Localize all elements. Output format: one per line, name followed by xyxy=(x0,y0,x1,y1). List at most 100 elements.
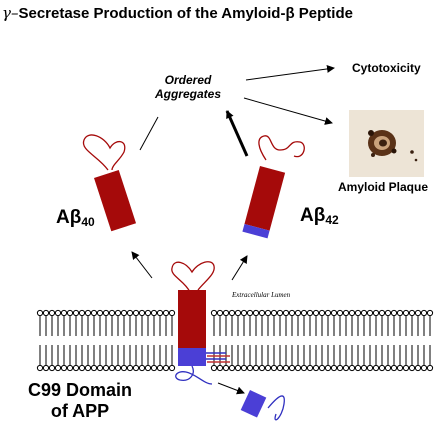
lipid-head-upper xyxy=(132,309,140,317)
arrow-aggregates-to-cytotoxicity xyxy=(245,64,335,81)
lipid-head-upper xyxy=(276,309,284,317)
lipid-head-lower xyxy=(60,364,68,372)
lipid-head-upper xyxy=(60,309,68,317)
lipid-head-lower xyxy=(168,364,176,372)
lipid-head-upper xyxy=(342,309,350,317)
c99-tm-segment xyxy=(178,348,206,366)
lipid-head-upper xyxy=(138,309,146,317)
lipid-head-upper xyxy=(414,309,422,317)
lipid-head-lower xyxy=(138,364,146,372)
lipid-head-upper xyxy=(114,309,122,317)
lipid-head-upper xyxy=(78,309,86,317)
aicd-block xyxy=(240,390,267,418)
lipid-head-upper xyxy=(288,309,296,317)
lipid-head-lower xyxy=(354,364,362,372)
c99-line1: C99 Domain xyxy=(28,380,133,400)
lipid-head-lower xyxy=(246,364,254,372)
lipid-head-lower xyxy=(324,364,332,372)
ab42-helix xyxy=(244,166,286,231)
lipid-head-upper xyxy=(168,309,176,317)
lipid-head-upper xyxy=(306,309,314,317)
lipid-head-lower xyxy=(54,364,62,372)
ab40-helix xyxy=(94,169,137,232)
lipid-head-upper xyxy=(120,309,128,317)
page-title: γ–Secretase Production of the Amyloid-β … xyxy=(2,4,353,22)
lipid-head-upper xyxy=(216,309,224,317)
lipid-head-upper xyxy=(294,309,302,317)
lipid-head-lower xyxy=(258,364,266,372)
amyloid-plaque-label: Amyloid Plaque xyxy=(338,180,429,194)
lipid-head-lower xyxy=(414,364,422,372)
lipid-head-upper xyxy=(324,309,332,317)
lipid-head-lower xyxy=(330,364,338,372)
lipid-head-upper xyxy=(420,309,428,317)
lipid-head-upper xyxy=(144,309,152,317)
lipid-head-upper xyxy=(372,309,380,317)
lipid-head-lower xyxy=(210,364,218,372)
c99-domain-label: C99 Domain of APP xyxy=(28,380,132,422)
lipid-head-lower xyxy=(318,364,326,372)
lipid-head-upper xyxy=(72,309,80,317)
lipid-head-lower xyxy=(372,364,380,372)
ab40-peptide xyxy=(82,134,137,232)
lipid-head-lower xyxy=(72,364,80,372)
extracellular-lumen-label: Extracellular Lumen xyxy=(232,291,291,299)
lipid-head-upper xyxy=(234,309,242,317)
ab42-sub: 42 xyxy=(325,213,339,227)
lipid-head-upper xyxy=(312,309,320,317)
ordered-line1: Ordered xyxy=(164,73,212,87)
aicd-tail xyxy=(267,395,285,421)
lipid-head-lower xyxy=(426,364,434,372)
c99-helix xyxy=(178,290,206,348)
ab42-main: Aβ xyxy=(300,205,326,226)
lipid-head-lower xyxy=(96,364,104,372)
lipid-head-lower xyxy=(66,364,74,372)
lipid-head-upper xyxy=(228,309,236,317)
lipid-head-upper xyxy=(282,309,290,317)
lipid-head-upper xyxy=(102,309,110,317)
lipid-head-upper xyxy=(330,309,338,317)
c99-top-loop xyxy=(171,261,215,293)
ordered-aggregates-label: Ordered Aggregates xyxy=(148,73,228,101)
lipid-head-upper xyxy=(336,309,344,317)
lipid-head-lower xyxy=(366,364,374,372)
lipid-head-lower xyxy=(108,364,116,372)
lipid-head-lower xyxy=(84,364,92,372)
lipid-head-upper xyxy=(270,309,278,317)
lipid-head-lower xyxy=(240,364,248,372)
lipid-head-upper xyxy=(258,309,266,317)
lipid-head-upper xyxy=(378,309,386,317)
lipid-head-lower xyxy=(120,364,128,372)
lipid-head-lower xyxy=(36,364,44,372)
lipid-head-lower xyxy=(300,364,308,372)
lipid-head-upper xyxy=(90,309,98,317)
lipid-head-upper xyxy=(252,309,260,317)
ab40-tail xyxy=(82,134,126,171)
lipid-head-upper xyxy=(390,309,398,317)
lipid-head-upper xyxy=(426,309,434,317)
lipid-head-lower xyxy=(90,364,98,372)
lipid-head-lower xyxy=(222,364,230,372)
ordered-line2: Aggregates xyxy=(154,87,222,101)
c99-intracellular-tail xyxy=(175,365,213,385)
lipid-head-lower xyxy=(312,364,320,372)
lipid-head-lower xyxy=(342,364,350,372)
lipid-head-upper xyxy=(408,309,416,317)
lipid-head-upper xyxy=(384,309,392,317)
aicd-fragment xyxy=(240,390,285,421)
amyloid-plaque-image xyxy=(349,110,424,177)
lipid-head-upper xyxy=(222,309,230,317)
lipid-head-upper xyxy=(126,309,134,317)
lipid-head-lower xyxy=(288,364,296,372)
lipid-head-lower xyxy=(336,364,344,372)
arrow-c99-to-ab42 xyxy=(231,255,248,281)
lipid-head-lower xyxy=(216,364,224,372)
lipid-head-lower xyxy=(276,364,284,372)
lipid-head-lower xyxy=(78,364,86,372)
lipid-head-upper xyxy=(210,309,218,317)
lipid-head-lower xyxy=(378,364,386,372)
title-text: Secretase Production of the Amyloid-β Pe… xyxy=(18,5,353,22)
lipid-head-upper xyxy=(84,309,92,317)
c99-domain xyxy=(171,261,230,385)
